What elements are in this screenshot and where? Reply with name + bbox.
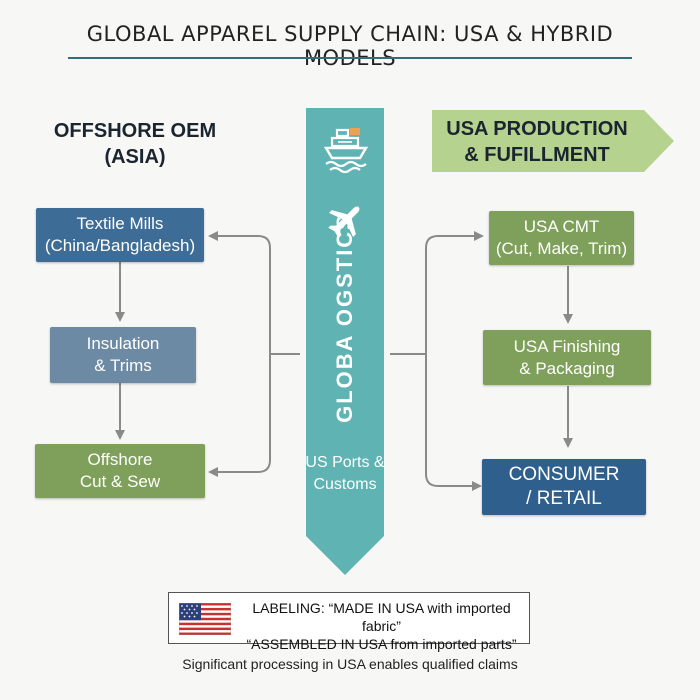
consumer-retail-box: CONSUMER / RETAIL bbox=[482, 459, 646, 515]
labeling-line2: “ASSEMBLED IN USA from imported parts” bbox=[246, 636, 517, 652]
cut-sew-line2: Cut & Sew bbox=[79, 472, 161, 491]
offshore-cut-sew-box: Offshore Cut & Sew bbox=[35, 444, 205, 498]
ports-line1: US Ports & bbox=[305, 454, 385, 471]
insulation-trims-box: Insulation & Trims bbox=[50, 327, 196, 383]
global-logistics-label: GLOBA OGSTICS bbox=[332, 213, 357, 423]
right-bracket bbox=[390, 235, 470, 487]
textile-mills-line1: Textile Mills bbox=[76, 214, 164, 233]
offshore-oem-heading: OFFSHORE OEM (ASIA) bbox=[40, 118, 230, 170]
textile-mills-line2: (China/Bangladesh) bbox=[44, 236, 196, 255]
consumer-line2: / RETAIL bbox=[526, 488, 602, 509]
ports-line2: Customs bbox=[313, 476, 377, 493]
labeling-box: LABELING: “MADE IN USA with imported fab… bbox=[168, 592, 530, 652]
banner-arrow-shape bbox=[432, 110, 674, 172]
offshore-heading-line1: OFFSHORE OEM bbox=[53, 120, 217, 142]
us-flag-icon bbox=[179, 603, 231, 635]
usa-cmt-box: USA CMT (Cut, Make, Trim) bbox=[489, 211, 634, 265]
cut-sew-line1: Offshore bbox=[87, 450, 153, 469]
usa-heading-line2: & FUFILLMENT bbox=[464, 144, 610, 166]
left-bracket bbox=[212, 235, 300, 473]
insulation-line2: & Trims bbox=[94, 356, 152, 375]
usa-finishing-line1: USA Finishing bbox=[513, 336, 621, 356]
labeling-line1: LABELING: “MADE IN USA with imported fab… bbox=[252, 600, 511, 634]
usa-heading-line1: USA PRODUCTION bbox=[446, 118, 628, 140]
footnote: Significant processing in USA enables qu… bbox=[182, 656, 518, 672]
ship-icon bbox=[323, 128, 369, 174]
airplane-icon bbox=[328, 206, 360, 238]
insulation-line1: Insulation bbox=[86, 334, 160, 353]
consumer-line1: CONSUMER bbox=[508, 464, 620, 485]
usa-finishing-box: USA Finishing & Packaging bbox=[483, 330, 651, 385]
usa-production-banner: USA PRODUCTION & FUFILLMENT bbox=[432, 110, 674, 172]
textile-mills-box: Textile Mills (China/Bangladesh) bbox=[36, 208, 204, 262]
us-ports-customs-label: US Ports & Customs bbox=[300, 452, 390, 496]
title-underline bbox=[68, 57, 632, 59]
usa-cmt-line2: (Cut, Make, Trim) bbox=[495, 239, 628, 258]
offshore-heading-line2: (ASIA) bbox=[104, 146, 166, 168]
usa-finishing-line2: & Packaging bbox=[519, 358, 615, 378]
usa-cmt-line1: USA CMT bbox=[523, 217, 600, 236]
